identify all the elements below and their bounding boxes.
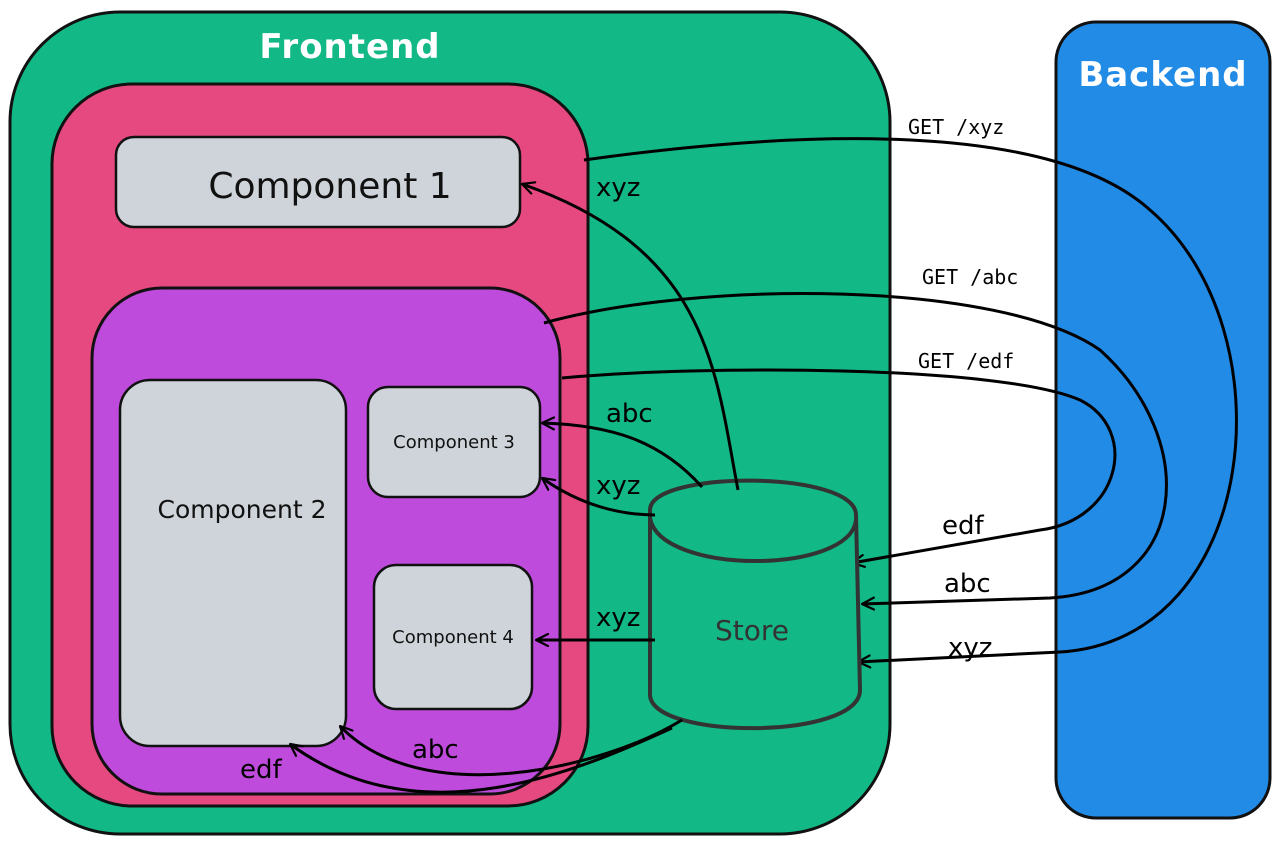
component-4-box[interactable]	[372, 563, 534, 711]
request-edf-line	[561, 368, 1117, 563]
store-input-edf-label: edf	[942, 511, 985, 541]
component-2-label: Component 2	[158, 495, 327, 524]
link-c2-abc-label: abc	[412, 735, 459, 765]
request-xyz-label: GET /xyz	[908, 115, 1004, 139]
link-c2-edf-label: edf	[240, 755, 283, 785]
component-3-box[interactable]	[366, 385, 542, 499]
store-input-abc-label: abc	[944, 569, 991, 599]
link-c3-xyz-label: xyz	[596, 471, 640, 501]
link-c4-xyz-label: xyz	[596, 603, 640, 633]
component-1-label: Component 1	[208, 166, 451, 207]
link-store-c2-edf	[290, 726, 673, 794]
store-label: Store	[715, 614, 789, 647]
backend-title: Backend	[1078, 55, 1247, 95]
link-c1-xyz-label: xyz	[596, 173, 640, 203]
request-abc-label: GET /abc	[922, 265, 1018, 289]
component-3-label: Component 3	[393, 432, 515, 453]
store-cylinder-rim	[648, 517, 858, 563]
request-edf-label: GET /edf	[918, 349, 1014, 373]
link-store-c3-xyz	[542, 476, 656, 517]
link-store-c1	[522, 184, 740, 491]
component-2-box[interactable]	[118, 378, 348, 748]
frontend-title: Frontend	[259, 27, 440, 67]
request-xyz-line	[583, 137, 1238, 662]
store-input-xyz-label: xyz	[948, 633, 992, 663]
component-4-label: Component 4	[392, 627, 514, 648]
store-cylinder[interactable]	[648, 478, 863, 731]
link-store-c3-abc	[542, 423, 704, 488]
link-c3-abc-label: abc	[606, 399, 653, 429]
component-1-box[interactable]	[114, 135, 522, 229]
backend-container	[1054, 20, 1272, 820]
request-abc-line	[543, 292, 1168, 604]
